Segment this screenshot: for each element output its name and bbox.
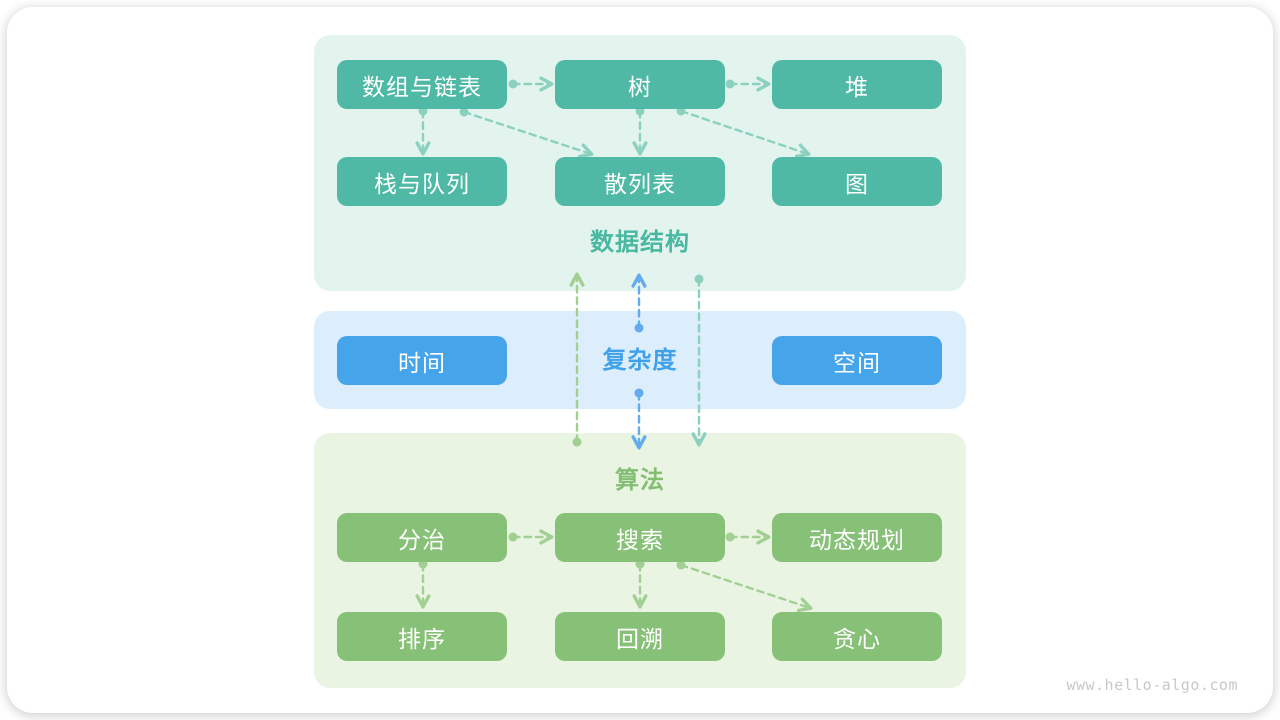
node-divide-and-conquer: 分治: [337, 513, 507, 562]
node-time: 时间: [337, 336, 507, 385]
node-dynamic-programming: 动态规划: [772, 513, 942, 562]
node-heap: 堆: [772, 60, 942, 109]
node-graph: 图: [772, 157, 942, 206]
node-stack-queue: 栈与队列: [337, 157, 507, 206]
node-hash-table: 散列表: [555, 157, 725, 206]
node-space: 空间: [772, 336, 942, 385]
node-arrays-linked-lists: 数组与链表: [337, 60, 507, 109]
node-search: 搜索: [555, 513, 725, 562]
node-backtracking: 回溯: [555, 612, 725, 661]
watermark: www.hello-algo.com: [1066, 676, 1238, 694]
node-sorting: 排序: [337, 612, 507, 661]
label-data-structures: 数据结构: [590, 229, 690, 256]
label-algorithms: 算法: [615, 467, 665, 494]
label-complexity: 复杂度: [602, 347, 678, 374]
node-tree: 树: [555, 60, 725, 109]
node-greedy: 贪心: [772, 612, 942, 661]
